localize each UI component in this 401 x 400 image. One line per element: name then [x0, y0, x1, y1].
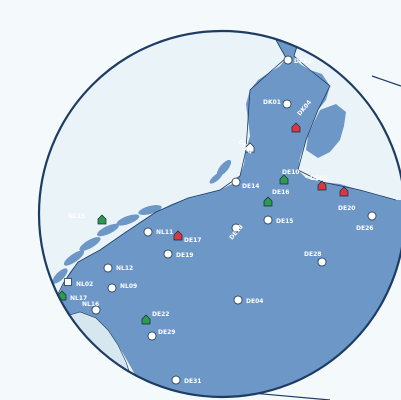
station-marker-nl09[interactable] [107, 283, 117, 293]
station-label-dk01: DK01 [263, 99, 281, 106]
station-label-nl12: NL12 [116, 265, 133, 272]
station-marker-dk02[interactable] [283, 55, 293, 65]
station-marker-de18[interactable] [231, 223, 241, 233]
station-marker-de03[interactable] [317, 180, 327, 191]
station-marker-de29[interactable] [147, 331, 157, 341]
station-marker-de05[interactable] [245, 142, 255, 153]
station-label-de31: DE31 [184, 378, 201, 385]
station-label-dk02: DK02 [294, 58, 312, 65]
station-marker-de22[interactable] [141, 314, 151, 325]
station-marker-dk04[interactable] [291, 122, 301, 133]
station-marker-de31[interactable] [171, 375, 181, 385]
station-label-de20: DE20 [338, 205, 355, 212]
station-label-de10: DE10 [282, 169, 299, 176]
station-label-de19: DE19 [176, 252, 193, 259]
station-marker-dk01[interactable] [282, 99, 292, 109]
station-label-nl11: NL11 [156, 229, 173, 236]
station-label-nl09: NL09 [120, 283, 137, 290]
station-marker-de16[interactable] [263, 196, 273, 207]
station-label-de04: DE04 [246, 298, 263, 305]
station-label-de29: DE29 [158, 329, 175, 336]
station-label-de22: DE22 [152, 311, 169, 318]
station-marker-de14[interactable] [231, 177, 241, 187]
pointer-line-top [371, 75, 401, 87]
station-marker-de10[interactable] [279, 174, 289, 185]
station-label-de16: DE16 [272, 189, 289, 196]
station-label-de28: DE28 [304, 251, 321, 258]
station-marker-de04[interactable] [233, 295, 243, 305]
station-marker-nl15[interactable] [97, 214, 107, 225]
station-label-de03: DE03 [310, 175, 327, 182]
coastline [44, 31, 397, 313]
station-label-nl15: NL15 [68, 213, 85, 220]
pointer-line-bottom [251, 392, 331, 400]
station-label-nl17: NL17 [70, 295, 87, 302]
station-marker-de15[interactable] [263, 215, 273, 225]
station-label-de26: DE26 [356, 225, 373, 232]
station-marker-de20[interactable] [339, 186, 349, 197]
station-marker-nl11[interactable] [143, 227, 153, 237]
wadden-islands [52, 159, 232, 284]
station-label-de17: DE17 [184, 237, 201, 244]
station-label-de15: DE15 [276, 218, 293, 225]
station-marker-de19[interactable] [163, 249, 173, 259]
station-marker-nl12[interactable] [103, 263, 113, 273]
station-label-nl16: NL16 [82, 301, 99, 308]
station-label-de14: DE14 [242, 183, 259, 190]
station-marker-de26[interactable] [367, 211, 377, 221]
island-east [306, 104, 346, 158]
station-marker-de28[interactable] [317, 257, 327, 267]
mainland-shape [45, 31, 401, 397]
station-marker-nl16[interactable] [91, 305, 101, 315]
station-marker-nl02[interactable] [64, 278, 72, 286]
station-marker-de17[interactable] [173, 230, 183, 241]
station-label-nl02: NL02 [76, 281, 93, 288]
inset-circle-border [37, 29, 401, 399]
